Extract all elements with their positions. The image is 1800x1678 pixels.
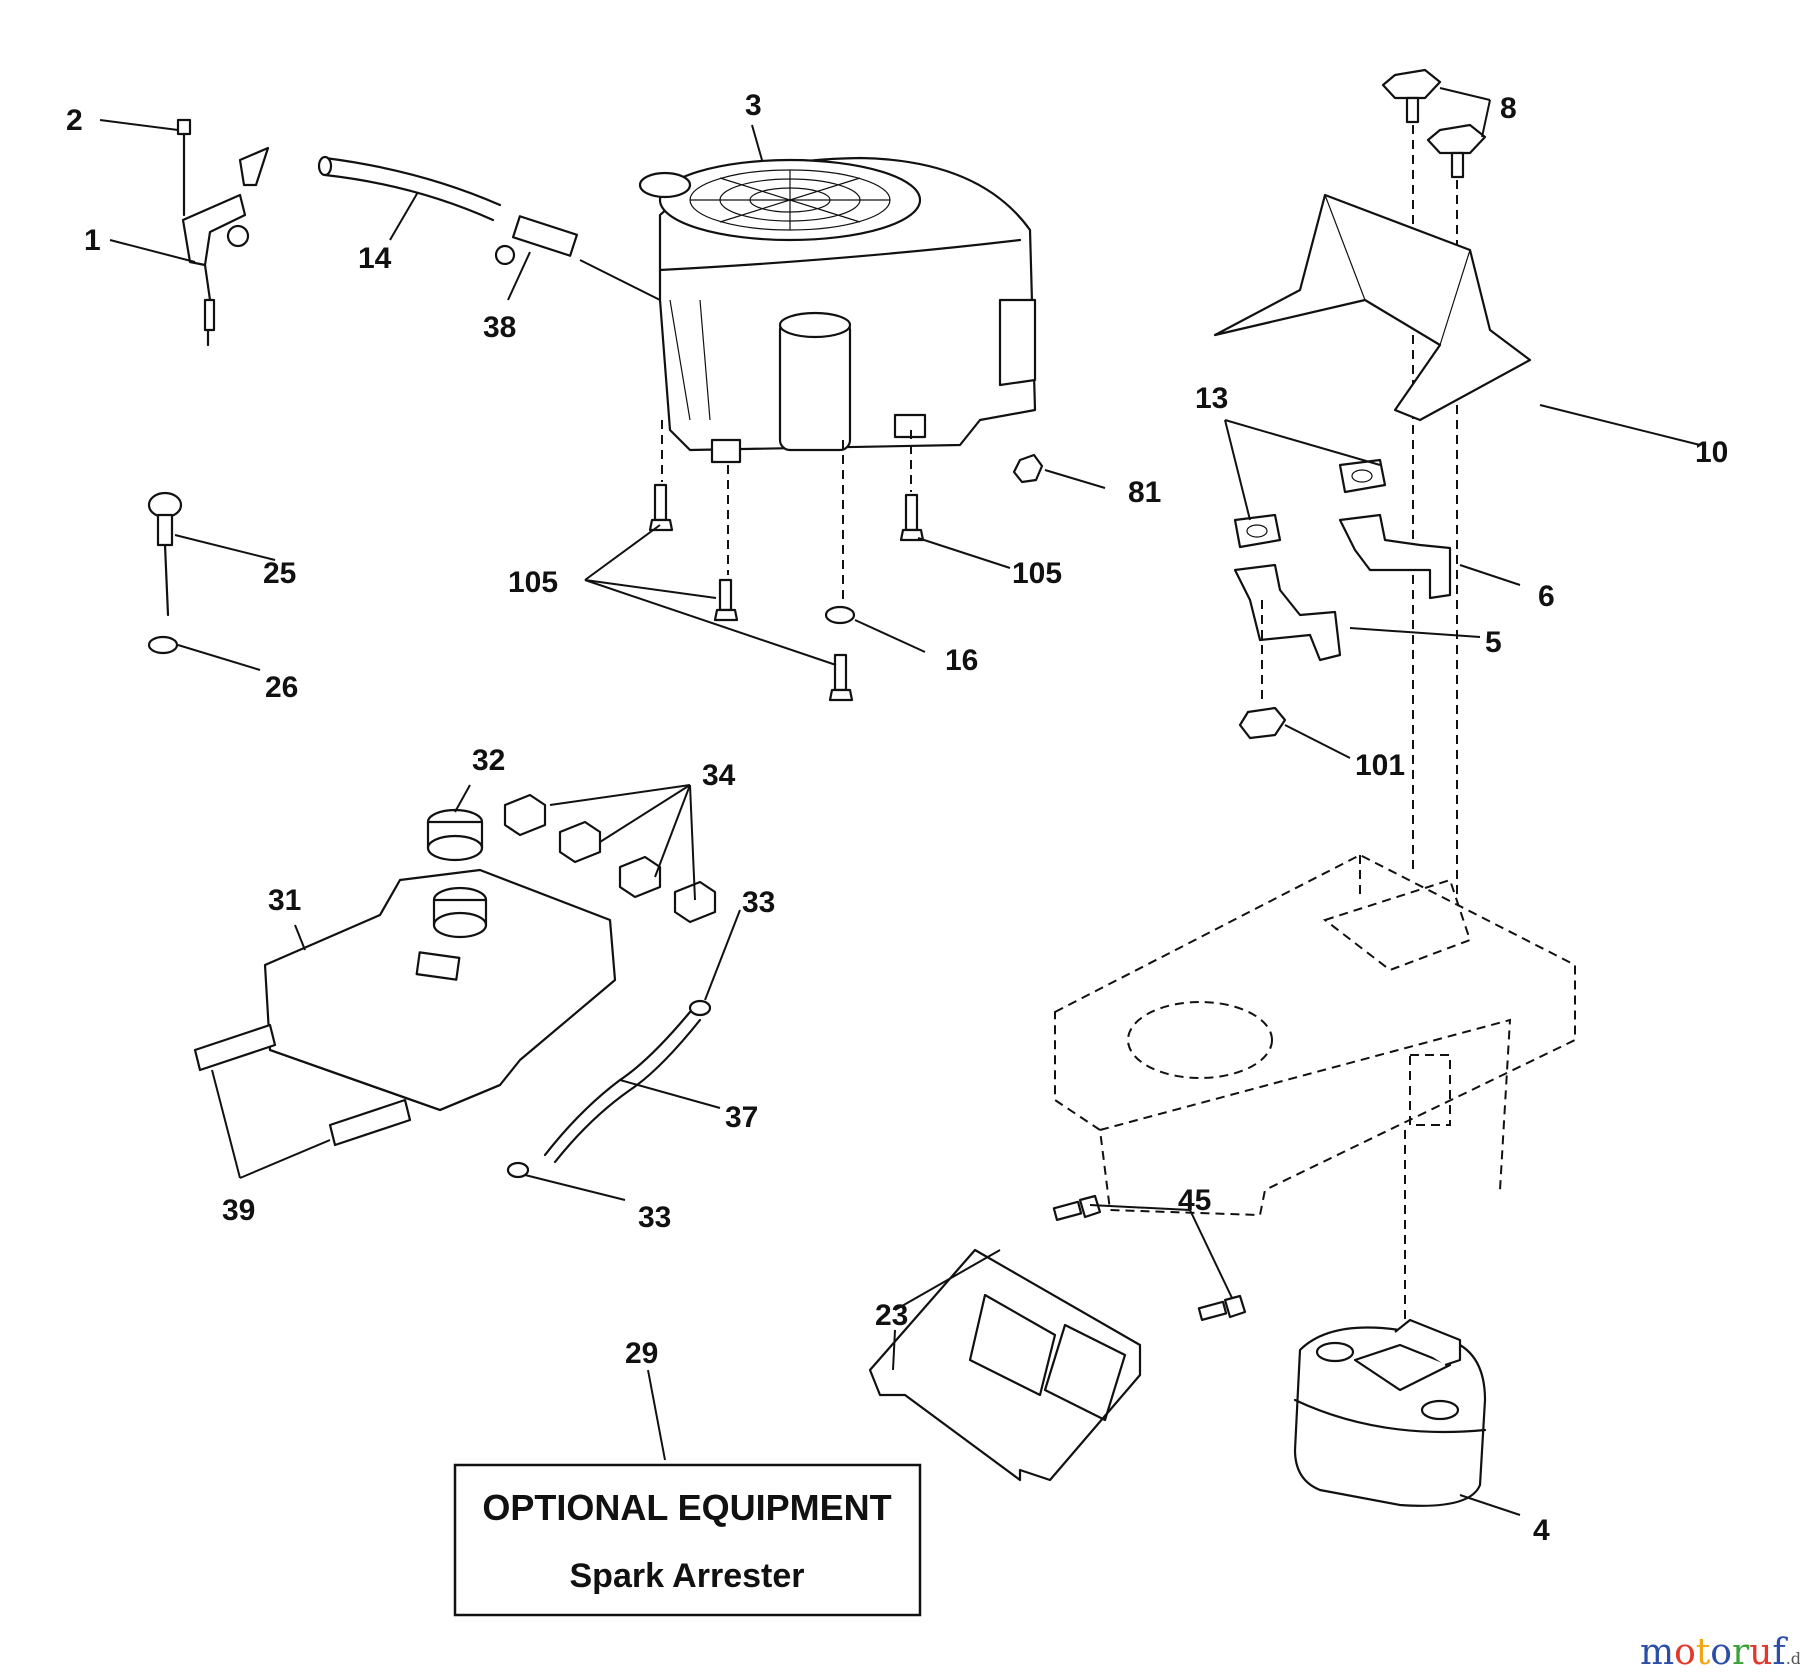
optional-equipment-box: OPTIONAL EQUIPMENT Spark Arrester — [453, 1463, 922, 1617]
watermark-letter: m — [1640, 1632, 1674, 1673]
watermark-letter: o — [1674, 1632, 1696, 1673]
engine-bolts — [648, 483, 925, 702]
callout-31: 31 — [268, 884, 301, 917]
fuel-line — [317, 155, 502, 222]
callout-39: 39 — [222, 1194, 255, 1227]
frame — [1054, 853, 1576, 1217]
optional-equipment-title: OPTIONAL EQUIPMENT — [482, 1487, 891, 1528]
nut-81 — [1012, 453, 1044, 484]
fuel-hose — [506, 999, 712, 1179]
tank-pads-34 — [503, 793, 717, 924]
spark-arrester-bracket — [868, 1248, 1142, 1482]
callout-23: 23 — [875, 1299, 908, 1332]
callout-1: 1 — [84, 224, 101, 257]
nut-101 — [1238, 706, 1287, 740]
callouts: 2 1 3 14 38 81 25 26 105 105 16 8 10 13 … — [66, 89, 1728, 1547]
watermark-letter: r — [1732, 1632, 1750, 1673]
callout-105-left: 105 — [508, 566, 558, 599]
dipstick — [147, 491, 183, 655]
callout-38: 38 — [483, 311, 516, 344]
exhaust-gaskets — [1233, 458, 1387, 549]
callout-3: 3 — [745, 89, 762, 122]
callout-2: 2 — [66, 104, 83, 137]
tank-pads-39 — [193, 1023, 412, 1147]
watermark-letter: f — [1772, 1632, 1788, 1673]
callout-29: 29 — [625, 1337, 658, 1370]
callout-16: 16 — [945, 644, 978, 677]
muffler — [1293, 1318, 1487, 1507]
callout-33-top: 33 — [742, 886, 775, 919]
motoruf-watermark: motoruf.de — [1640, 1632, 1800, 1673]
callout-14: 14 — [358, 242, 392, 275]
callout-81: 81 — [1128, 476, 1161, 509]
spark-arrester-label: Spark Arrester — [570, 1557, 805, 1595]
watermark-letter: o — [1710, 1632, 1732, 1673]
callout-34: 34 — [702, 759, 736, 792]
engine — [638, 156, 1037, 464]
fuel-tank — [263, 868, 617, 1112]
fuel-cap — [426, 808, 484, 862]
svg-text:motoruf.de: motoruf.de — [1640, 1632, 1800, 1673]
watermark-letter: t — [1696, 1632, 1711, 1673]
watermark-suffix: .de — [1786, 1649, 1800, 1668]
callout-10: 10 — [1695, 436, 1728, 469]
callout-25: 25 — [263, 557, 296, 590]
leader-lines — [99, 87, 1701, 1516]
callout-45: 45 — [1178, 1184, 1211, 1217]
callout-105-right: 105 — [1012, 557, 1062, 590]
screws-8 — [1381, 68, 1487, 179]
watermark-letter: u — [1749, 1632, 1772, 1673]
screws-45 — [1052, 1194, 1247, 1322]
callout-33-bottom: 33 — [638, 1201, 671, 1234]
fuel-fitting — [494, 215, 579, 266]
heat-shield — [1213, 193, 1532, 422]
throttle-control — [176, 118, 270, 347]
callout-13: 13 — [1195, 382, 1228, 415]
callout-6: 6 — [1538, 580, 1555, 613]
callout-4: 4 — [1533, 1514, 1550, 1547]
callout-32: 32 — [472, 744, 505, 777]
callout-26: 26 — [265, 671, 298, 704]
callout-8: 8 — [1500, 92, 1517, 125]
callout-5: 5 — [1485, 626, 1502, 659]
callout-37: 37 — [725, 1101, 758, 1134]
callout-101: 101 — [1355, 749, 1405, 782]
